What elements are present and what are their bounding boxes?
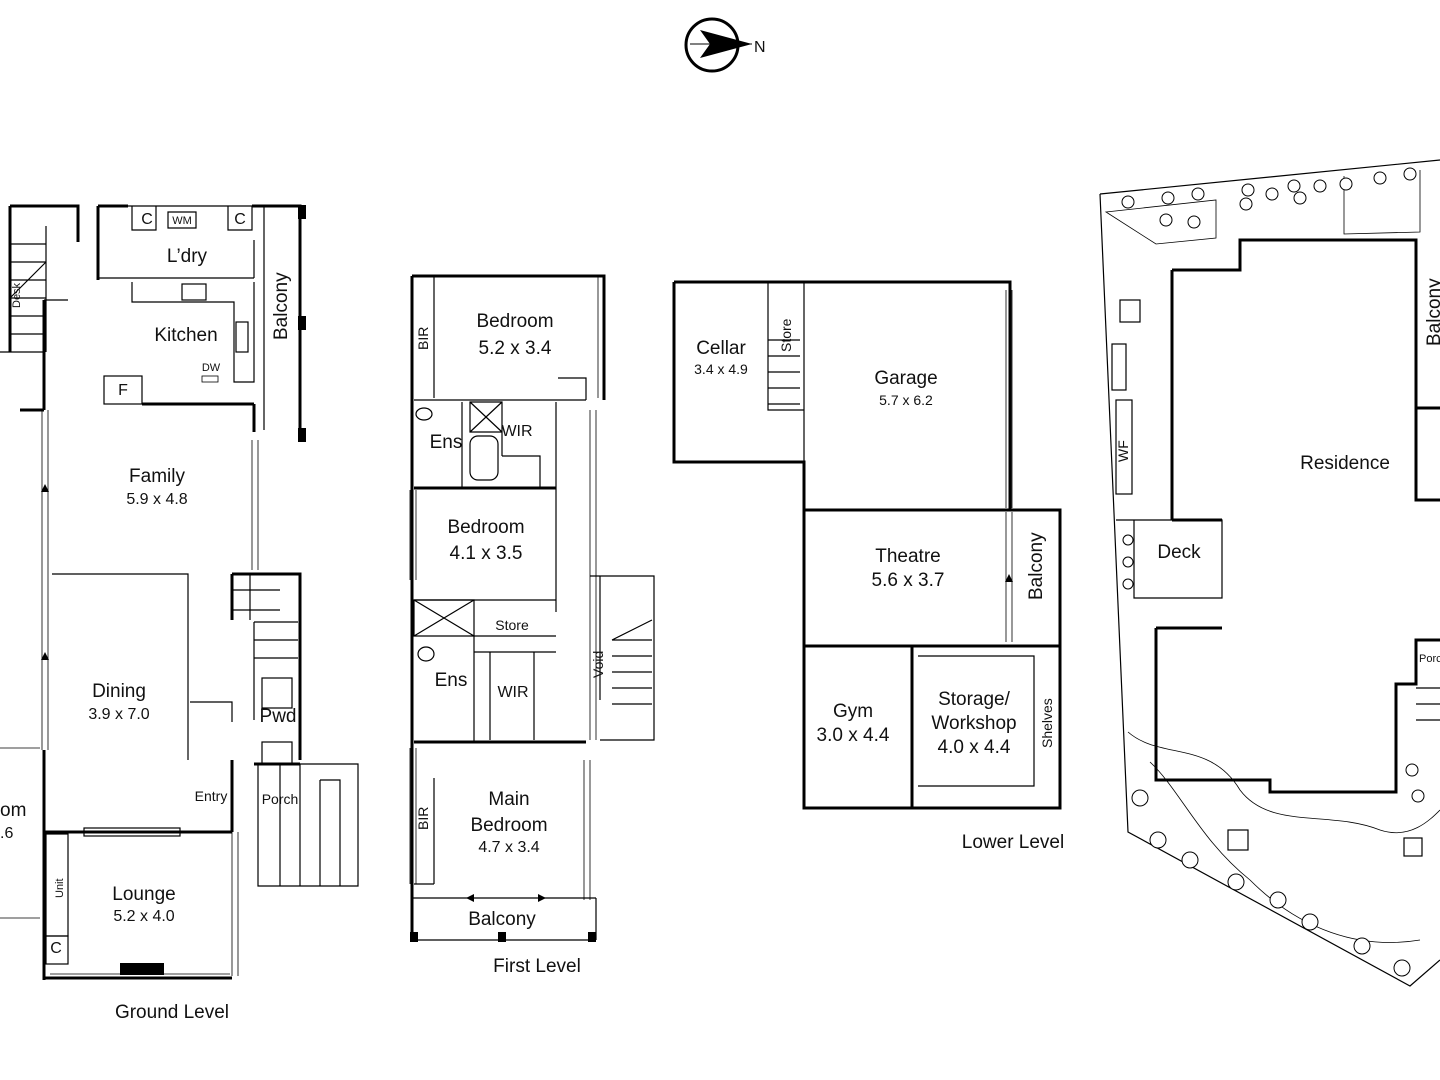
garage-label: Garage (874, 368, 937, 389)
first-store-label: Store (495, 617, 529, 633)
dining-dimensions: 3.9 x 7.0 (88, 706, 149, 723)
site-balcony-label: Balcony (1424, 278, 1440, 346)
main-bedroom-dimensions: 4.7 x 3.4 (478, 839, 539, 856)
storage-label-2: Workshop (931, 713, 1016, 734)
cellar-label: Cellar (696, 338, 746, 359)
north-arrow-icon (684, 17, 752, 73)
north-label: N (754, 39, 766, 56)
wir-1-label: WIR (501, 423, 532, 440)
storage-label-1: Storage/ (938, 689, 1011, 710)
powder-room-label: Pwd (260, 706, 297, 727)
ensuite-2-label: Ens (435, 670, 468, 691)
residence-label: Residence (1300, 453, 1390, 474)
lower-store-label: Store (778, 318, 794, 352)
storage-dimensions: 4.0 x 4.4 (938, 737, 1011, 758)
lounge-dimensions: 5.2 x 4.0 (113, 908, 174, 925)
laundry-label: L’dry (167, 246, 208, 267)
site-porch-label: Porc (1419, 653, 1440, 665)
ensuite-1-label: Ens (430, 432, 463, 453)
deck-label: Deck (1157, 542, 1201, 563)
bedroom-2-dimensions: 4.1 x 3.5 (450, 543, 523, 564)
dining-label: Dining (92, 681, 146, 702)
lounge-label: Lounge (112, 884, 175, 905)
cut-room-dimensions: .6 (0, 825, 13, 842)
dishwasher-label: DW (202, 362, 221, 374)
unit-label: Unit (54, 878, 66, 898)
fridge-label: F (118, 382, 128, 399)
wir-2-label: WIR (497, 684, 528, 701)
first-level-title: First Level (493, 956, 581, 977)
ground-balcony-label: Balcony (271, 272, 292, 340)
theatre-dimensions: 5.6 x 3.7 (872, 570, 945, 591)
ground-level-title: Ground Level (115, 1002, 229, 1023)
laundry-cupboard-1: C (141, 211, 153, 228)
kitchen-label: Kitchen (154, 325, 217, 346)
theatre-label: Theatre (875, 546, 940, 567)
cut-desk-label: Desk (11, 282, 23, 308)
entry-label: Entry (195, 788, 228, 804)
family-label: Family (129, 466, 185, 487)
lower-balcony-label: Balcony (1026, 532, 1047, 600)
washing-machine-label: WM (172, 215, 192, 227)
bedroom-2-label: Bedroom (447, 517, 524, 538)
garage-dimensions: 5.7 x 6.2 (879, 392, 933, 408)
lower-level-plan (672, 280, 1062, 810)
first-bir-1: BIR (415, 327, 431, 350)
site-trees (1121, 167, 1425, 977)
gym-dimensions: 3.0 x 4.4 (817, 725, 890, 746)
bedroom-1-label: Bedroom (476, 311, 553, 332)
first-balcony-label: Balcony (468, 909, 536, 930)
lounge-cupboard: C (50, 940, 62, 957)
void-label: Void (590, 651, 606, 678)
cellar-dimensions: 3.4 x 4.9 (694, 361, 748, 377)
main-bedroom-label-1: Main (488, 789, 529, 810)
lower-level-title: Lower Level (962, 832, 1064, 853)
main-bedroom-label-2: Bedroom (470, 815, 547, 836)
wood-fire-label: WF (1115, 440, 1131, 462)
laundry-cupboard-2: C (234, 211, 246, 228)
gym-label: Gym (833, 701, 873, 722)
site-plan (1099, 159, 1440, 987)
cut-room-label: om (0, 800, 26, 821)
shelves-label: Shelves (1039, 698, 1055, 748)
first-level-plan (409, 274, 655, 942)
bedroom-1-dimensions: 5.2 x 3.4 (479, 338, 552, 359)
ground-level-plan (0, 204, 359, 980)
family-dimensions: 5.9 x 4.8 (126, 491, 187, 508)
first-bir-2: BIR (415, 807, 431, 830)
porch-label: Porch (262, 791, 299, 807)
